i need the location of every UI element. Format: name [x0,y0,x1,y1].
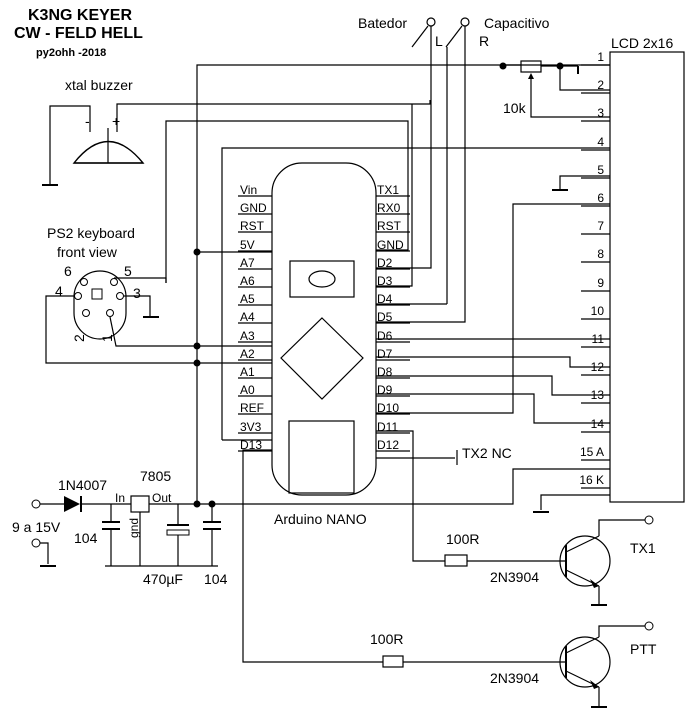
title-line2: CW - FELD HELL [14,25,143,42]
nano-left-pin-label: REF [240,401,264,415]
nano-right-pin-label: D12 [377,438,399,452]
cap3-label: 104 [204,571,228,587]
nano-right-pin-label: D2 [377,256,393,270]
nano-right-pin-label: RX0 [377,201,401,215]
reg-in-label: In [115,491,125,505]
paddle-l-label: L [435,33,443,49]
nano-left-pin-label: A2 [240,347,255,361]
nano-right-pin-label: TX1 [377,183,399,197]
nano-left-pin-label: RST [240,219,265,233]
ps2-pin-4: 4 [55,283,63,299]
junction-dots [193,62,564,508]
batedor-label: Batedor [358,15,407,31]
reg-gnd-label: gnd [127,518,141,538]
title-line3: py2ohh -2018 [36,47,106,59]
ps2-pin-1: 1 [99,334,115,342]
tx2nc-label: TX2 NC [462,445,512,461]
ps2-label-2: front view [57,244,118,260]
arduino-nano [271,162,377,496]
ps2-pin-6: 6 [64,263,72,279]
lcd-pin-label: 5 [597,163,604,177]
lcd-pin-label: 2 [597,78,604,92]
cap1-label: 104 [74,530,98,546]
nano-right-pin-label: D10 [377,401,399,415]
q2-label: 2N3904 [490,670,539,686]
tx1-label: TX1 [630,540,656,556]
lcd-pin-label: 4 [597,135,604,149]
reg-out-label: Out [152,491,172,505]
buzzer-label: xtal buzzer [65,77,133,93]
ps2-pin-3: 3 [133,285,141,301]
nano-right-pin-label: D8 [377,365,393,379]
regulator-label: 7805 [140,468,171,484]
nano-right-pin-label: D6 [377,329,393,343]
lcd-wiring [196,64,610,513]
nano-left-pin-label: Vin [240,183,257,197]
nano-right-pin-label: D7 [377,347,393,361]
cap2-label: 470µF [143,571,183,587]
ps2-pin-2: 2 [71,334,87,342]
nano-right-pin-label: D5 [377,310,393,324]
buzzer-plus: + [112,113,120,129]
nano-left-pin-label: 5V [240,238,255,252]
nano-left-pin-label: A5 [240,292,255,306]
supply-label: 9 a 15V [12,519,61,535]
ps2-label-1: PS2 keyboard [47,225,135,241]
nano-left-pin-label: A6 [240,274,255,288]
title-line1: K3NG KEYER [28,7,132,24]
paddle-jacks [376,17,470,323]
nano-left-pin-label: A4 [240,310,255,324]
lcd-pin-label: 6 [597,191,604,205]
nano-right-pin-label: D3 [377,274,393,288]
capacitivo-label: Capacitivo [484,15,550,31]
buzzer-minus: - [85,113,90,129]
ptt-stage [382,621,654,708]
nano-right-pin-label: RST [377,219,402,233]
pot-label: 10k [503,100,527,116]
diode-label: 1N4007 [58,477,107,493]
nano-left-pin-label: 3V3 [240,420,262,434]
ps2-wire [165,120,409,283]
res1-label: 100R [446,531,479,547]
lcd-pin-label: 16 K [579,473,604,487]
lcd-pin-label: 15 A [580,445,604,459]
nano-left-pin-label: A1 [240,365,255,379]
buzzer-wire [376,104,413,287]
lcd-pin-label: 1 [597,50,604,64]
nano-left-pin-label: A0 [240,383,255,397]
nano-left-pin-label: A3 [240,329,255,343]
nano-left-pin-label: A7 [240,256,255,270]
arduino-label: Arduino NANO [274,511,367,527]
ps2-connector [45,270,197,364]
lcd-pin-label: 9 [597,276,604,290]
buzzer-symbol [42,100,431,186]
nano-right-pin-label: D9 [377,383,393,397]
ps2-pin-5: 5 [124,263,132,279]
lcd-module [609,51,685,503]
lcd-pin-label: 10 [591,304,605,318]
q1-label: 2N3904 [490,569,539,585]
ptt-label: PTT [630,641,657,657]
nano-wiring [197,251,458,663]
res2-label: 100R [370,631,403,647]
paddle-r-label: R [479,33,489,49]
lcd-pin-label: 8 [597,247,604,261]
nano-right-pin-label: GND [377,238,404,252]
power-supply [31,252,221,567]
lcd-label: LCD 2x16 [611,35,673,51]
nano-left-pin-label: D13 [240,438,262,452]
lcd-pin-label: 7 [597,219,604,233]
nano-left-pin-label: GND [240,201,267,215]
potentiometer [520,60,610,118]
tx1-stage [444,515,654,606]
nano-right-pin-label: D4 [377,292,393,306]
lcd-pin-label: 3 [597,106,604,120]
lcd-pin-label: 14 [591,417,605,431]
nano-right-pin-label: D11 [377,420,398,434]
